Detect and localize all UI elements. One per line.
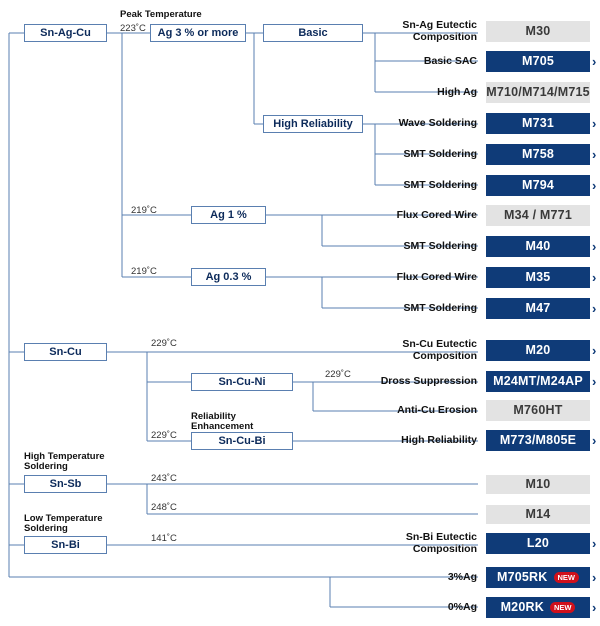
product-button-m20[interactable]: M20 — [486, 339, 590, 361]
chevron-right-icon[interactable]: › — [592, 433, 597, 448]
temperature-label: 229˚C — [325, 369, 351, 380]
application-label: 0%Ag — [447, 601, 477, 613]
application-label: High Ag — [437, 86, 477, 98]
product-name: M10 — [525, 477, 551, 491]
chevron-right-icon[interactable]: › — [592, 270, 597, 285]
product-button-m10: M10 — [486, 474, 590, 494]
chevron-right-icon[interactable]: › — [592, 374, 597, 389]
temperature-label: 219˚C — [131, 266, 157, 277]
chevron-right-icon[interactable]: › — [592, 147, 597, 162]
category-node-ag-3-or-more: Ag 3 % or more — [150, 24, 246, 42]
product-name: M794 — [521, 178, 555, 192]
product-button-m34-m771: M34 / M771 — [486, 204, 590, 226]
category-node-ag-0-3: Ag 0.3 % — [191, 268, 266, 286]
product-button-m40[interactable]: M40 — [486, 235, 590, 257]
new-badge: NEW — [553, 571, 580, 583]
chevron-right-icon[interactable]: › — [592, 301, 597, 316]
category-node-high-reliability: High Reliability — [263, 115, 363, 133]
chevron-right-icon[interactable]: › — [592, 536, 597, 551]
peak-temperature-caption: Peak Temperature — [120, 9, 202, 20]
product-button-m705[interactable]: M705 — [486, 50, 590, 72]
chevron-right-icon[interactable]: › — [592, 116, 597, 131]
product-button-l20[interactable]: L20 — [486, 532, 590, 554]
product-button-m24mt-m24ap[interactable]: M24MT/M24AP — [486, 370, 590, 392]
chevron-right-icon[interactable]: › — [592, 570, 597, 585]
product-button-m35[interactable]: M35 — [486, 266, 590, 288]
application-label: SMT Soldering — [403, 179, 478, 191]
reliability-enhancement-caption: Reliability Enhancement — [191, 411, 254, 432]
category-node-ag-1: Ag 1 % — [191, 206, 266, 224]
temperature-label: 243˚C — [151, 473, 177, 484]
chevron-right-icon[interactable]: › — [592, 600, 597, 615]
alloy-node-sn-cu: Sn-Cu — [24, 343, 107, 361]
product-name: M34 / M771 — [503, 208, 572, 222]
category-node-sn-cu-ni: Sn-Cu-Ni — [191, 373, 293, 391]
new-badge: NEW — [549, 601, 576, 613]
product-button-m47[interactable]: M47 — [486, 297, 590, 319]
product-name: M710/M714/M715 — [486, 85, 590, 99]
chevron-right-icon[interactable]: › — [592, 54, 597, 69]
product-name: M20 — [525, 343, 551, 357]
application-label: 3%Ag — [447, 571, 477, 583]
application-label: SMT Soldering — [403, 148, 478, 160]
product-name: M35 — [525, 270, 551, 284]
low-temperature-soldering-caption: Low Temperature Soldering — [24, 513, 103, 534]
product-name: M30 — [525, 24, 551, 38]
category-node-basic: Basic — [263, 24, 363, 42]
category-node-sn-cu-bi: Sn-Cu-Bi — [191, 432, 293, 450]
application-label: High Reliability — [401, 434, 477, 446]
temperature-label: 141˚C — [151, 533, 177, 544]
temperature-label: 229˚C — [151, 430, 177, 441]
product-name: M20RK — [500, 600, 544, 614]
application-label: SMT Soldering — [403, 302, 478, 314]
application-label: Dross Suppression — [380, 375, 477, 387]
application-label: Flux Cored Wire — [396, 271, 477, 283]
application-label: Basic SAC — [423, 55, 477, 67]
product-button-m731[interactable]: M731 — [486, 112, 590, 134]
product-name: M731 — [521, 116, 555, 130]
temperature-label: 229˚C — [151, 338, 177, 349]
chevron-right-icon[interactable]: › — [592, 343, 597, 358]
product-button-m773-m805e[interactable]: M773/M805E — [486, 429, 590, 451]
application-label: Flux Cored Wire — [396, 209, 477, 221]
application-label: Wave Soldering — [398, 117, 477, 129]
product-name: M758 — [521, 147, 555, 161]
application-label: Anti-Cu Erosion — [397, 404, 477, 416]
chevron-right-icon[interactable]: › — [592, 239, 597, 254]
product-button-m758[interactable]: M758 — [486, 143, 590, 165]
product-button-m794[interactable]: M794 — [486, 174, 590, 196]
temperature-label: 223˚C — [120, 23, 146, 34]
product-name: M705RK — [496, 570, 548, 584]
product-name: M760HT — [513, 403, 563, 417]
product-button-m20rk[interactable]: M20RK NEW — [486, 596, 590, 618]
product-name: M14 — [525, 507, 551, 521]
temperature-label: 248˚C — [151, 502, 177, 513]
product-button-m705rk[interactable]: M705RK NEW — [486, 566, 590, 588]
product-button-m710-m714-m715: M710/M714/M715 — [486, 81, 590, 103]
product-name: M705 — [521, 54, 555, 68]
alloy-node-sn-sb: Sn-Sb — [24, 475, 107, 493]
product-name: M24MT/M24AP — [493, 374, 583, 388]
high-temperature-soldering-caption: High Temperature Soldering — [24, 451, 105, 472]
alloy-node-sn-ag-cu: Sn-Ag-Cu — [24, 24, 107, 42]
application-label: SMT Soldering — [403, 240, 478, 252]
product-button-m14: M14 — [486, 504, 590, 524]
temperature-label: 219˚C — [131, 205, 157, 216]
alloy-node-sn-bi: Sn-Bi — [24, 536, 107, 554]
product-name: M773/M805E — [499, 433, 577, 447]
product-name: L20 — [526, 536, 550, 550]
product-name: M47 — [525, 301, 551, 315]
product-button-m30: M30 — [486, 20, 590, 42]
product-name: M40 — [525, 239, 551, 253]
chevron-right-icon[interactable]: › — [592, 178, 597, 193]
product-button-m760ht: M760HT — [486, 399, 590, 421]
